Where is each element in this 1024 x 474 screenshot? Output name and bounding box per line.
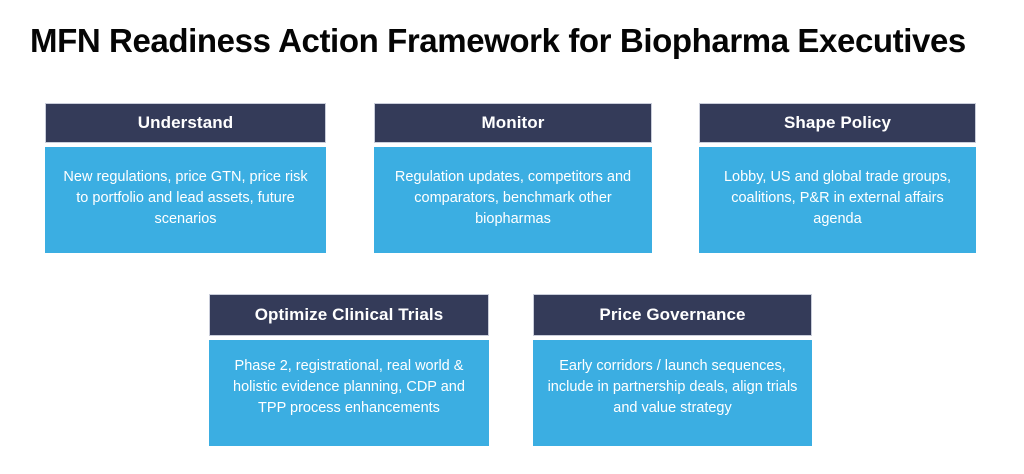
- card-shape-policy[interactable]: Shape Policy Lobby, US and global trade …: [699, 103, 976, 253]
- card-price-governance-body-text: Early corridors / launch sequences, incl…: [547, 358, 798, 416]
- card-shape-policy-body: Lobby, US and global trade groups, coali…: [699, 147, 976, 253]
- card-optimize-clinical-trials-body-text: Phase 2, registrational, real world & ho…: [233, 358, 465, 416]
- card-optimize-clinical-trials[interactable]: Optimize Clinical Trials Phase 2, regist…: [209, 294, 489, 446]
- card-optimize-clinical-trials-header: Optimize Clinical Trials: [209, 294, 489, 336]
- card-monitor-body: Regulation updates, competitors and comp…: [374, 147, 652, 253]
- card-divider: [374, 143, 652, 147]
- card-price-governance-header: Price Governance: [533, 294, 812, 336]
- card-monitor-body-text: Regulation updates, competitors and comp…: [394, 169, 632, 227]
- card-monitor-header: Monitor: [374, 103, 652, 143]
- card-understand[interactable]: Understand New regulations, price GTN, p…: [45, 103, 326, 253]
- card-understand-header: Understand: [45, 103, 326, 143]
- card-understand-body-text: New regulations, price GTN, price risk t…: [63, 169, 308, 227]
- card-divider: [533, 336, 812, 340]
- card-divider: [209, 336, 489, 340]
- card-shape-policy-body-text: Lobby, US and global trade groups, coali…: [723, 169, 952, 227]
- card-price-governance-body: Early corridors / launch sequences, incl…: [533, 340, 812, 446]
- page-title: MFN Readiness Action Framework for Bioph…: [30, 22, 966, 59]
- card-price-governance[interactable]: Price Governance Early corridors / launc…: [533, 294, 812, 446]
- card-optimize-clinical-trials-body: Phase 2, registrational, real world & ho…: [209, 340, 489, 446]
- card-understand-body: New regulations, price GTN, price risk t…: [45, 147, 326, 253]
- card-divider: [699, 143, 976, 147]
- card-shape-policy-header: Shape Policy: [699, 103, 976, 143]
- card-divider: [45, 143, 326, 147]
- card-monitor[interactable]: Monitor Regulation updates, competitors …: [374, 103, 652, 253]
